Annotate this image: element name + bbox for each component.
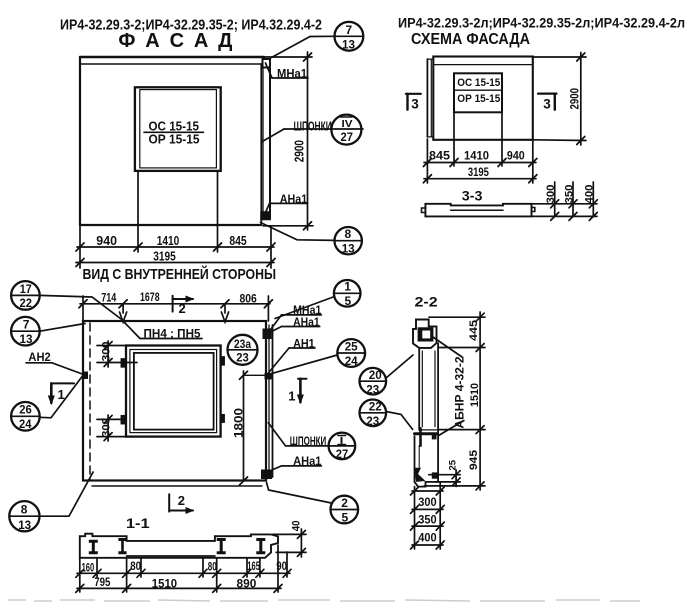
svg-text:300: 300 — [418, 495, 437, 509]
svg-text:ШПОНКИ: ШПОНКИ — [294, 119, 332, 133]
svg-text:23: 23 — [366, 382, 379, 396]
svg-text:300: 300 — [101, 418, 113, 437]
svg-text:400: 400 — [584, 185, 596, 204]
svg-text:2: 2 — [341, 496, 348, 510]
svg-text:ВИД С ВНУТРЕННЕЙ СТОРОНЫ: ВИД С ВНУТРЕННЕЙ СТОРОНЫ — [83, 265, 277, 283]
svg-text:445: 445 — [468, 320, 480, 341]
svg-text:24: 24 — [345, 354, 358, 368]
svg-text:ОР 15-15: ОР 15-15 — [149, 131, 200, 146]
svg-text:23: 23 — [366, 414, 379, 428]
svg-text:1: 1 — [288, 389, 295, 404]
svg-text:25: 25 — [448, 459, 459, 470]
svg-text:80: 80 — [208, 562, 217, 574]
svg-text:940: 940 — [507, 149, 525, 163]
svg-text:МНа1: МНа1 — [277, 67, 307, 81]
svg-text:АБНР 4-32-2: АБНР 4-32-2 — [455, 357, 467, 429]
svg-text:АНа1: АНа1 — [293, 454, 322, 468]
svg-text:23: 23 — [236, 352, 249, 364]
svg-text:13: 13 — [18, 518, 31, 532]
svg-text:1410: 1410 — [464, 149, 489, 163]
svg-text:27: 27 — [341, 130, 354, 144]
svg-text:845: 845 — [429, 149, 450, 163]
svg-text:7: 7 — [346, 23, 353, 37]
svg-text:2-2: 2-2 — [415, 294, 438, 310]
svg-text:300: 300 — [545, 185, 557, 204]
svg-text:АН2: АН2 — [28, 350, 51, 364]
svg-text:3: 3 — [543, 97, 551, 112]
svg-text:300: 300 — [101, 342, 113, 362]
svg-text:22: 22 — [20, 296, 33, 310]
svg-text:17: 17 — [20, 282, 32, 296]
svg-text:1800: 1800 — [231, 408, 245, 438]
svg-text:13: 13 — [342, 37, 355, 51]
svg-text:3195: 3195 — [153, 248, 176, 263]
svg-text:890: 890 — [237, 579, 257, 591]
svg-text:3: 3 — [411, 97, 419, 112]
svg-text:2900: 2900 — [293, 140, 307, 162]
svg-text:3195: 3195 — [468, 165, 489, 179]
svg-text:24: 24 — [19, 417, 32, 431]
svg-text:27: 27 — [336, 447, 349, 461]
svg-text:350: 350 — [418, 513, 437, 527]
svg-text:845: 845 — [229, 233, 246, 248]
svg-text:IV: IV — [342, 118, 353, 130]
svg-text:3-3: 3-3 — [462, 188, 483, 203]
svg-text:СХЕМА ФАСАДА: СХЕМА ФАСАДА — [411, 31, 530, 48]
svg-text:8: 8 — [345, 227, 352, 241]
svg-text:МНа1: МНа1 — [293, 303, 322, 317]
svg-text:26: 26 — [19, 403, 32, 417]
svg-text:ИР4-32.29.3-2л;ИР4-32.29.35-2л: ИР4-32.29.3-2л;ИР4-32.29.35-2л;ИР4-32.29… — [398, 16, 685, 31]
svg-text:23а: 23а — [234, 339, 252, 351]
svg-text:ИР4-32.29.3-2;ИР4-32.29.35-2;: ИР4-32.29.3-2;ИР4-32.29.35-2; ИР4.32.29.… — [60, 17, 322, 34]
svg-text:1: 1 — [58, 387, 65, 402]
svg-text:Ф А С А Д: Ф А С А Д — [118, 30, 232, 52]
svg-text:25: 25 — [345, 339, 358, 353]
svg-text:350: 350 — [563, 185, 575, 204]
svg-text:795: 795 — [94, 577, 111, 589]
svg-text:ОР 15-15: ОР 15-15 — [457, 93, 500, 105]
svg-text:5: 5 — [345, 294, 352, 308]
svg-text:940: 940 — [96, 233, 117, 248]
svg-text:АНа1: АНа1 — [293, 315, 320, 329]
svg-text:7: 7 — [23, 318, 30, 332]
svg-text:160: 160 — [82, 563, 95, 575]
svg-text:1510: 1510 — [469, 383, 481, 407]
svg-text:ШПОНКИ: ШПОНКИ — [290, 434, 327, 448]
svg-text:ОС 15-15: ОС 15-15 — [149, 118, 200, 133]
svg-text:2: 2 — [178, 493, 185, 508]
svg-text:806: 806 — [240, 294, 257, 306]
svg-text:1-1: 1-1 — [126, 515, 150, 531]
svg-text:1410: 1410 — [157, 233, 180, 248]
svg-text:40: 40 — [291, 521, 303, 532]
svg-text:АНа1: АНа1 — [280, 192, 308, 206]
svg-text:2900: 2900 — [569, 88, 581, 110]
svg-text:5: 5 — [342, 510, 349, 524]
svg-text:945: 945 — [468, 450, 480, 470]
svg-text:13: 13 — [342, 242, 355, 256]
svg-text:1678: 1678 — [140, 292, 160, 304]
svg-text:80: 80 — [130, 561, 141, 573]
svg-text:165: 165 — [247, 561, 260, 573]
svg-text:22: 22 — [369, 399, 382, 413]
svg-text:2: 2 — [179, 301, 186, 316]
svg-text:1: 1 — [344, 280, 351, 294]
svg-text:ОС 15-15: ОС 15-15 — [457, 77, 500, 89]
svg-text:ПН4 ; ПН5: ПН4 ; ПН5 — [144, 327, 201, 341]
svg-text:714: 714 — [101, 293, 116, 305]
svg-text:1510: 1510 — [152, 579, 177, 591]
svg-text:90: 90 — [276, 561, 287, 573]
svg-text:8: 8 — [21, 502, 28, 516]
svg-text:АН1: АН1 — [293, 336, 315, 350]
svg-text:20: 20 — [369, 368, 382, 382]
svg-text:13: 13 — [20, 332, 33, 346]
svg-text:400: 400 — [418, 531, 437, 545]
